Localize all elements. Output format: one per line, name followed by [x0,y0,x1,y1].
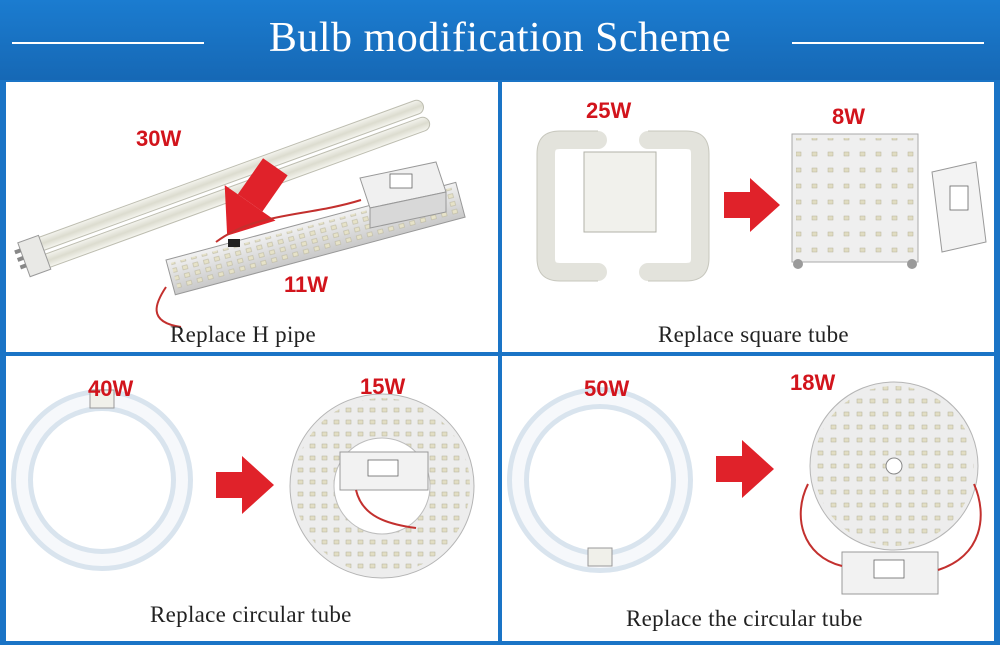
driver-icon [359,161,447,229]
arrow-icon [724,178,780,232]
arrow-icon [224,158,288,236]
tube-base-icon [583,151,657,233]
circular-tube-illustration [11,389,475,579]
h-pipe-illustration [14,99,466,328]
driver-icon [931,161,987,253]
square-tube-icon [537,131,709,281]
panel-caption: Replace circular tube [150,602,352,627]
after-watt: 15W [360,374,406,399]
circular-tube-2-illustration [507,381,982,595]
banner-divider-right [792,42,984,44]
panel-caption: Replace H pipe [170,322,316,347]
before-watt: 30W [136,126,182,151]
before-watt: 25W [586,98,632,123]
after-watt: 11W [284,272,329,297]
banner-divider-left [12,42,204,44]
driver-icon [339,451,429,491]
after-watt: 18W [790,370,836,395]
connector-icon [228,239,240,247]
page-title: Bulb modification Scheme [268,15,732,61]
driver-icon [841,551,939,595]
panel-circular-tube-2: 50W 18W Replace the circular tube [502,356,994,641]
before-watt: 40W [88,376,134,401]
after-watt: 8W [832,104,865,129]
panel-square-tube: 25W 8W Replace square tube [502,82,994,352]
panel-circular-tube: 40W 15W Replace circular tube [6,356,498,641]
panel-caption: Replace the circular tube [626,606,863,631]
header-banner: Bulb modification Scheme [0,0,1000,80]
panel-h-pipe: 30W 11W Replace H pipe [6,82,498,352]
arrow-icon [716,440,774,498]
panel-caption: Replace square tube [658,322,849,347]
before-watt: 50W [584,376,630,401]
arrow-icon [216,456,274,514]
square-tube-illustration [536,130,987,282]
